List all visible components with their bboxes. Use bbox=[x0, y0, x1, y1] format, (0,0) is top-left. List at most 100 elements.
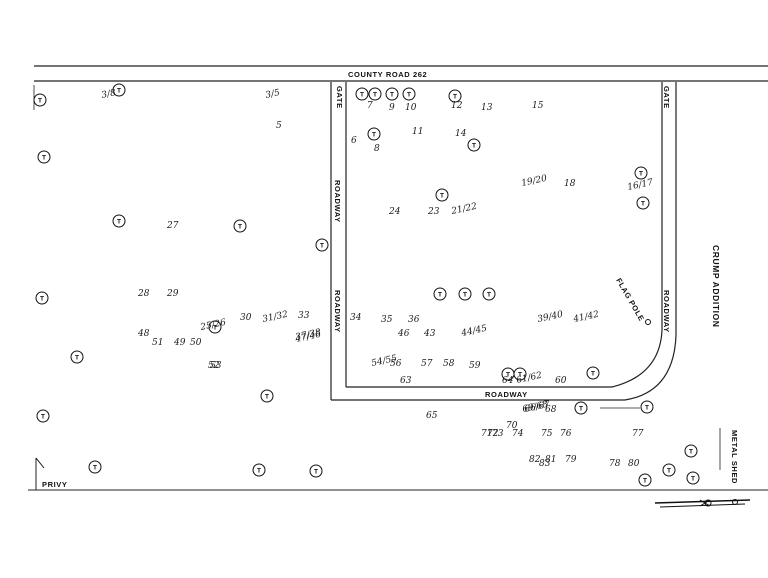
svg-text:T: T bbox=[372, 131, 376, 138]
plot-number: 5 bbox=[276, 121, 282, 131]
plot-number: 65 bbox=[426, 411, 438, 421]
tree-icon: T bbox=[640, 400, 654, 414]
plot-number: 12 bbox=[451, 101, 463, 111]
plot-number: 74 bbox=[512, 429, 524, 439]
plot-number: 83 bbox=[539, 459, 551, 469]
svg-text:T: T bbox=[440, 192, 444, 199]
svg-text:T: T bbox=[93, 464, 97, 471]
svg-text:T: T bbox=[117, 218, 121, 225]
tree-icon: T bbox=[112, 83, 126, 97]
svg-text:T: T bbox=[472, 142, 476, 149]
roadway-right-label: ROADWAY bbox=[662, 290, 671, 333]
roadway-left-lower-label: ROADWAY bbox=[333, 290, 342, 333]
plot-number: 23 bbox=[427, 207, 440, 217]
plot-number: 10 bbox=[405, 103, 417, 113]
plot-number: 15 bbox=[532, 101, 544, 111]
plot-number: 63 bbox=[400, 376, 412, 386]
county-road-label: COUNTY ROAD 262 bbox=[348, 70, 427, 79]
plot-number: 24 bbox=[388, 207, 401, 217]
svg-text:T: T bbox=[38, 97, 42, 104]
tree-icon: T bbox=[686, 471, 700, 485]
svg-text:T: T bbox=[257, 467, 261, 474]
svg-text:T: T bbox=[518, 371, 522, 378]
plot-number: 35 bbox=[381, 315, 393, 325]
tree-icon: T bbox=[586, 366, 600, 380]
plot-number: 73 bbox=[492, 429, 504, 439]
tree-icon: T bbox=[574, 401, 588, 415]
plot-number: 1 bbox=[0, 0, 6, 3]
tree-icon: T bbox=[70, 350, 84, 364]
tree-icon: T bbox=[233, 219, 247, 233]
tree-icon: T bbox=[37, 150, 51, 164]
svg-text:T: T bbox=[213, 324, 217, 331]
fence-arrow-icon bbox=[654, 499, 751, 508]
plot-number: 56 bbox=[390, 359, 402, 369]
svg-text:T: T bbox=[42, 154, 46, 161]
roadway-left-upper-label: ROADWAY bbox=[333, 180, 342, 223]
svg-text:T: T bbox=[453, 93, 457, 100]
plot-number: 80 bbox=[628, 459, 640, 469]
plot-number: 51 bbox=[152, 338, 163, 348]
svg-text:T: T bbox=[41, 413, 45, 420]
plot-number: 21/22 bbox=[450, 202, 479, 217]
crump-addition-label: CRUMP ADDITION bbox=[711, 245, 721, 328]
svg-text:T: T bbox=[487, 291, 491, 298]
tree-icon: T bbox=[435, 188, 449, 202]
plot-number: 3/5 bbox=[265, 88, 282, 101]
tree-icon: T bbox=[684, 444, 698, 458]
plot-number: 8 bbox=[374, 144, 380, 154]
plot-number: 52 bbox=[208, 361, 220, 371]
svg-text:T: T bbox=[667, 467, 671, 474]
tree-icon: T bbox=[458, 287, 472, 301]
svg-text:T: T bbox=[320, 242, 324, 249]
plot-number: 34 bbox=[350, 313, 362, 323]
svg-text:T: T bbox=[591, 370, 595, 377]
tree-icon: T bbox=[638, 473, 652, 487]
plot-number: 19/20 bbox=[521, 174, 549, 189]
plot-number: 16/17 bbox=[627, 178, 655, 193]
tree-icon: T bbox=[636, 196, 650, 210]
tree-icon: T bbox=[260, 389, 274, 403]
plot-number: 18 bbox=[564, 179, 576, 189]
svg-text:T: T bbox=[463, 291, 467, 298]
plot-number: 46 bbox=[397, 329, 410, 339]
svg-text:T: T bbox=[639, 170, 643, 177]
tree-icon: T bbox=[355, 87, 369, 101]
plot-number: 29 bbox=[166, 289, 179, 299]
metal-shed-label: METAL SHED bbox=[730, 430, 739, 484]
plot-number: 59 bbox=[469, 361, 481, 371]
plot-number: 33 bbox=[298, 311, 310, 321]
tree-icon: T bbox=[36, 409, 50, 423]
plot-number: 3/8 bbox=[101, 88, 118, 101]
tree-icon: T bbox=[402, 87, 416, 101]
plot-number: 76 bbox=[560, 429, 572, 439]
property-lines bbox=[28, 85, 768, 491]
tree-icon: T bbox=[315, 238, 329, 252]
plot-number: 43 bbox=[423, 329, 436, 339]
plot-number: 77 bbox=[632, 429, 644, 439]
plot-number: 68 bbox=[545, 405, 557, 415]
flag-pole-icon bbox=[645, 319, 651, 325]
plot-number: 11 bbox=[412, 127, 423, 137]
tree-icon: T bbox=[368, 87, 382, 101]
roadway-bottom-label: ROADWAY bbox=[485, 390, 528, 399]
svg-text:T: T bbox=[689, 448, 693, 455]
plot-number: 41/42 bbox=[572, 310, 601, 325]
plot-number: 39/40 bbox=[537, 310, 565, 325]
plot-number: 13 bbox=[481, 103, 493, 113]
svg-text:T: T bbox=[407, 91, 411, 98]
plot-number: 82 bbox=[529, 455, 541, 465]
plot-number: 60 bbox=[555, 376, 567, 386]
plot-number: 49 bbox=[173, 338, 186, 348]
plot-number: 81 bbox=[545, 455, 556, 465]
svg-text:T: T bbox=[75, 354, 79, 361]
tree-icon: T bbox=[513, 367, 527, 381]
privy-label: PRIVY bbox=[42, 480, 68, 489]
county-road: COUNTY ROAD 262 bbox=[34, 65, 768, 82]
plot-number: 31/32 bbox=[262, 310, 290, 325]
svg-text:T: T bbox=[238, 223, 242, 230]
svg-text:T: T bbox=[314, 468, 318, 475]
